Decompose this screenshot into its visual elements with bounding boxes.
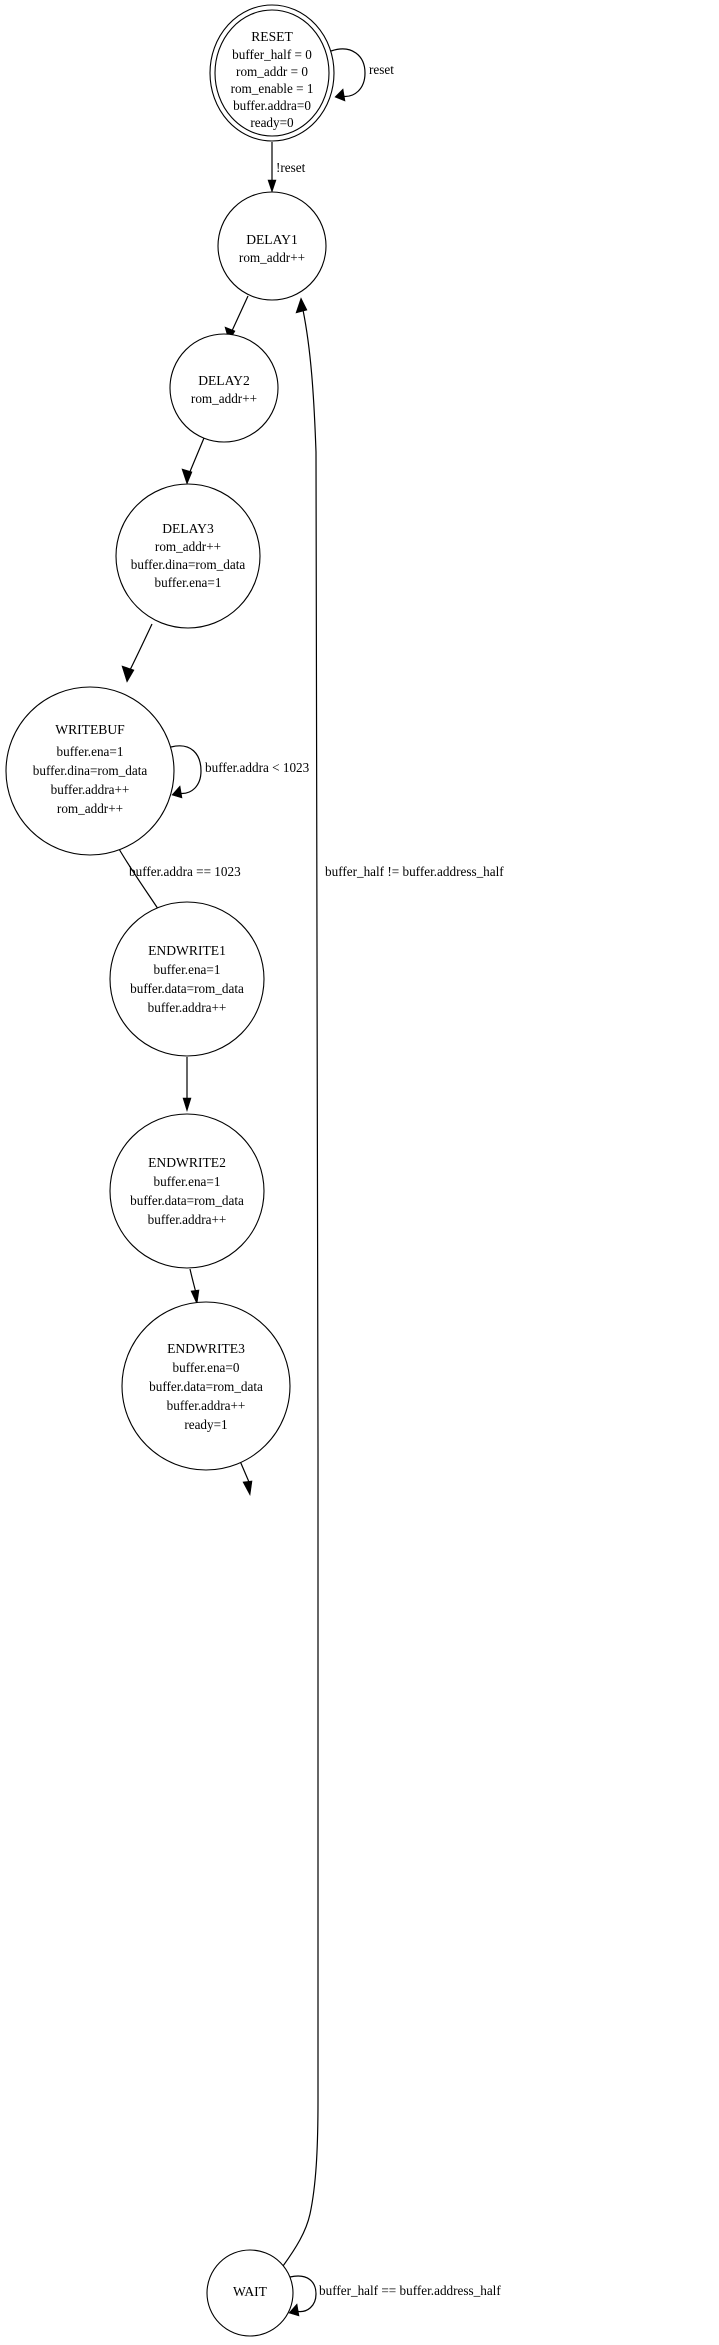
state-outline-delay3 — [115, 483, 261, 629]
state-action-endwrite2-1: buffer.data=rom_data — [130, 1193, 244, 1208]
arrow-head-delay3-writebuf — [121, 665, 135, 683]
arrow-head-wait-self — [288, 2303, 300, 2317]
state-outline-endwrite2 — [109, 1113, 265, 1269]
state-label-reset: RESET — [251, 29, 293, 44]
transition-reset-self-loop[interactable]: reset — [330, 48, 394, 102]
state-action-reset-1: rom_addr = 0 — [236, 64, 308, 79]
edge-path-delay3-writebuf — [128, 623, 153, 673]
transition-wait-to-delay1[interactable]: buffer_half != buffer.address_half — [282, 297, 504, 2267]
transition-delay3-to-writebuf[interactable] — [121, 623, 153, 683]
edge-label-not-reset: !reset — [276, 160, 306, 175]
edge-path-delay1-delay2 — [230, 295, 249, 334]
edge-path-writebuf-self — [170, 745, 202, 795]
state-action-writebuf-3: rom_addr++ — [57, 801, 123, 816]
state-outline-delay1 — [217, 191, 327, 301]
state-action-endwrite3-1: buffer.data=rom_data — [149, 1379, 263, 1394]
state-node-delay1[interactable]: DELAY1 rom_addr++ — [217, 191, 327, 301]
arrow-head-endwrite2-endwrite3 — [190, 1289, 200, 1306]
state-node-endwrite3[interactable]: ENDWRITE3 buffer.ena=0 buffer.data=rom_d… — [121, 1301, 291, 1471]
state-action-reset-0: buffer_half = 0 — [232, 47, 312, 62]
state-action-delay3-2: buffer.ena=1 — [155, 575, 222, 590]
state-action-reset-4: ready=0 — [250, 115, 294, 130]
edge-label-wait-self: buffer_half == buffer.address_half — [319, 2283, 501, 2298]
state-action-writebuf-2: buffer.addra++ — [51, 782, 130, 797]
transition-writebuf-self-loop[interactable]: buffer.addra < 1023 — [170, 745, 310, 799]
state-action-writebuf-0: buffer.ena=1 — [57, 744, 124, 759]
transition-reset-to-delay1[interactable]: !reset — [267, 142, 306, 193]
edge-path-endwrite2-endwrite3 — [189, 1268, 197, 1294]
state-action-endwrite2-0: buffer.ena=1 — [154, 1174, 221, 1189]
state-label-endwrite3: ENDWRITE3 — [167, 1341, 245, 1356]
nodes-layer: RESET buffer_half = 0 rom_addr = 0 rom_e… — [5, 4, 335, 2337]
state-label-endwrite2: ENDWRITE2 — [148, 1155, 226, 1170]
state-outline-wait — [206, 2249, 294, 2337]
state-action-endwrite1-0: buffer.ena=1 — [154, 962, 221, 977]
edge-path-reset-self — [330, 48, 366, 98]
state-node-reset[interactable]: RESET buffer_half = 0 rom_addr = 0 rom_e… — [209, 4, 335, 142]
state-label-delay1: DELAY1 — [246, 232, 298, 247]
state-action-endwrite2-2: buffer.addra++ — [148, 1212, 227, 1227]
arrow-head-endwrite1-endwrite2 — [182, 1097, 192, 1113]
state-action-delay2-0: rom_addr++ — [191, 391, 257, 406]
transition-endwrite2-to-endwrite3[interactable] — [189, 1268, 200, 1306]
edge-path-wait-self — [289, 2275, 317, 2313]
transition-endwrite3-to-wait[interactable] — [239, 1460, 253, 1496]
transition-endwrite1-to-endwrite2[interactable] — [182, 1057, 192, 1113]
state-outline-inner-reset — [214, 9, 330, 137]
state-action-endwrite3-3: ready=1 — [184, 1417, 227, 1432]
arrow-head-writebuf-self — [171, 785, 183, 799]
state-action-delay3-0: rom_addr++ — [155, 539, 221, 554]
state-label-delay2: DELAY2 — [198, 373, 250, 388]
state-node-delay3[interactable]: DELAY3 rom_addr++ buffer.dina=rom_data b… — [115, 483, 261, 629]
state-node-writebuf[interactable]: WRITEBUF buffer.ena=1 buffer.dina=rom_da… — [5, 686, 175, 856]
state-action-endwrite1-1: buffer.data=rom_data — [130, 981, 244, 996]
arrow-head-reset-self — [334, 88, 346, 102]
transition-wait-self-loop[interactable]: buffer_half == buffer.address_half — [288, 2275, 501, 2317]
state-outline-endwrite1 — [109, 901, 265, 1057]
arrow-head-endwrite3-wait — [242, 1480, 253, 1496]
state-node-endwrite1[interactable]: ENDWRITE1 buffer.ena=1 buffer.data=rom_d… — [109, 901, 265, 1057]
state-action-reset-2: rom_enable = 1 — [231, 81, 314, 96]
arrow-head-delay2-delay3 — [181, 468, 193, 485]
edge-path-wait-delay1 — [282, 309, 319, 2267]
state-label-writebuf: WRITEBUF — [55, 722, 125, 737]
state-outline-delay2 — [169, 333, 279, 443]
state-action-writebuf-1: buffer.dina=rom_data — [33, 763, 148, 778]
state-label-endwrite1: ENDWRITE1 — [148, 943, 226, 958]
state-outline-writebuf — [5, 686, 175, 856]
edge-label-writebuf-self: buffer.addra < 1023 — [205, 760, 310, 775]
arrow-head-reset-delay1 — [267, 179, 277, 193]
state-node-delay2[interactable]: DELAY2 rom_addr++ — [169, 333, 279, 443]
state-node-endwrite2[interactable]: ENDWRITE2 buffer.ena=1 buffer.data=rom_d… — [109, 1113, 265, 1269]
state-action-endwrite3-2: buffer.addra++ — [167, 1398, 246, 1413]
state-node-wait[interactable]: WAIT — [206, 2249, 294, 2337]
transition-delay2-to-delay3[interactable] — [181, 437, 205, 485]
edge-path-delay2-delay3 — [188, 437, 205, 475]
state-label-wait: WAIT — [233, 2284, 268, 2299]
edge-label-addra-equal: buffer.addra == 1023 — [129, 864, 241, 879]
state-action-delay1-0: rom_addr++ — [239, 250, 305, 265]
edge-label-half-not-equal: buffer_half != buffer.address_half — [325, 864, 504, 879]
state-action-endwrite3-0: buffer.ena=0 — [173, 1360, 240, 1375]
edge-label-reset-self: reset — [369, 62, 394, 77]
state-outline-endwrite3 — [121, 1301, 291, 1471]
arrow-head-wait-delay1 — [295, 297, 308, 314]
state-action-endwrite1-2: buffer.addra++ — [148, 1000, 227, 1015]
state-label-delay3: DELAY3 — [162, 521, 214, 536]
state-action-reset-3: buffer.addra=0 — [233, 98, 311, 113]
state-action-delay3-1: buffer.dina=rom_data — [131, 557, 246, 572]
edge-path-endwrite3-wait — [239, 1460, 250, 1483]
